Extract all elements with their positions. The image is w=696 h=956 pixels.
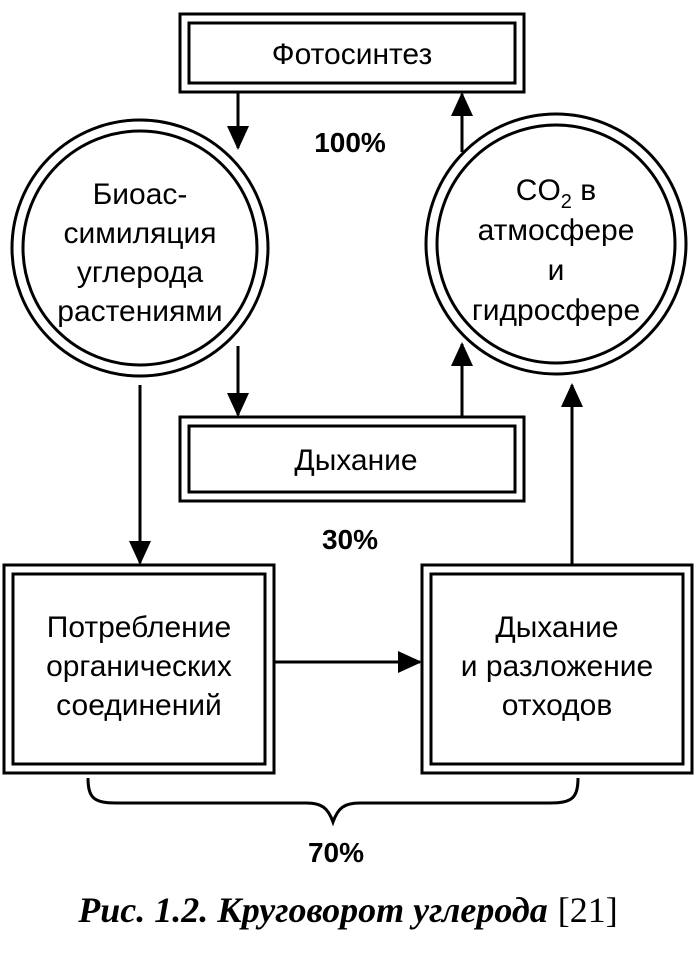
figure-caption-title: Рис. 1.2. Круговорот углерода: [77, 890, 547, 930]
consumption-decomposition-percentage: 70%: [308, 837, 364, 868]
bioassimilation-line-2: симиляция: [63, 217, 216, 250]
decomposition-box: Дыхание и разложение отходов: [420, 563, 694, 775]
consumption-line-1: Потребление: [47, 611, 231, 644]
co2-line-1: CO2 в: [516, 174, 596, 213]
co2-circle: CO2 в атмосфере и гидросфере: [424, 112, 688, 376]
photosynthesis-box: Фотосинтез: [178, 12, 526, 94]
photosynthesis-label: Фотосинтез: [272, 38, 432, 71]
consumption-line-2: органических: [46, 650, 232, 683]
decomposition-line-3: отходов: [502, 689, 613, 722]
respiration-box: Дыхание: [178, 415, 526, 503]
bioassimilation-circle: Биоас- симиляция углерода растениями: [10, 118, 270, 378]
decomposition-line-1: Дыхание: [495, 611, 618, 644]
decomposition-line-2: и разложение: [461, 650, 654, 683]
bioassimilation-line-1: Биоас-: [93, 178, 188, 211]
figure-caption-reference: [21]: [558, 890, 618, 930]
bioassimilation-line-3: углерода: [77, 256, 204, 289]
co2-line-4: гидросфере: [472, 294, 640, 327]
figure-caption: Рис. 1.2. Круговорот углерода [21]: [77, 890, 617, 930]
respiration-percentage: 30%: [322, 524, 378, 555]
co2-line-2: атмосфере: [478, 214, 635, 247]
consumption-line-3: соединений: [56, 689, 222, 722]
photosynthesis-percentage: 100%: [314, 127, 386, 158]
consumption-box: Потребление органических соединений: [2, 563, 276, 775]
co2-line-3: и: [548, 254, 565, 287]
respiration-label: Дыхание: [294, 444, 417, 477]
bottom-brace: [86, 777, 580, 827]
bioassimilation-line-4: растениями: [57, 295, 222, 328]
